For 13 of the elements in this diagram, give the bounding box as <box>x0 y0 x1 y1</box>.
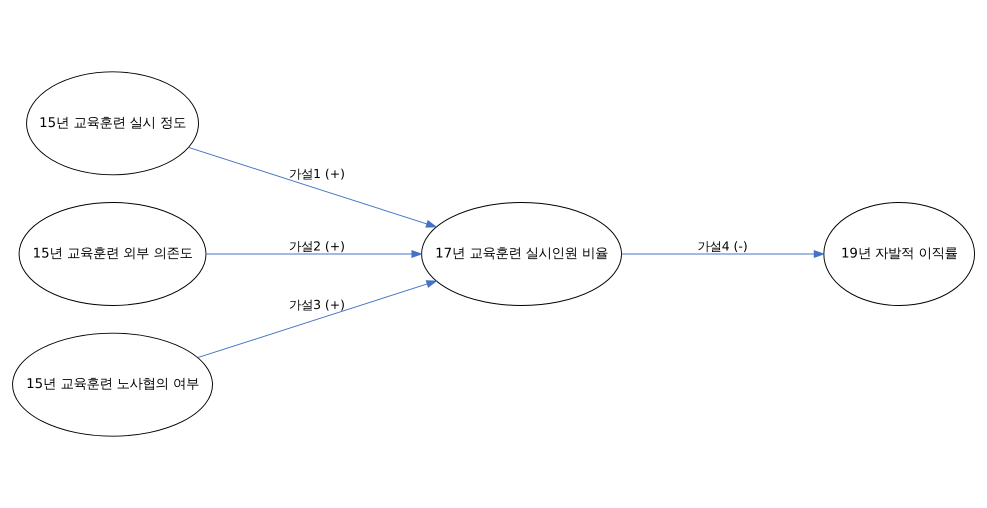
edge-label: 가설4 (-) <box>698 238 748 254</box>
node-ellipse: 15년 교육훈련 외부 의존도 <box>18 202 206 306</box>
node-ellipse: 15년 교육훈련 노사협의 여부 <box>12 332 213 437</box>
node-ellipse: 15년 교육훈련 실시 정도 <box>26 71 199 176</box>
edge-label: 가설3 (+) <box>289 296 345 312</box>
edge-label: 가설2 (+) <box>289 238 345 254</box>
arrow <box>205 250 423 258</box>
arrow <box>188 146 438 228</box>
edge-label: 가설1 (+) <box>289 166 345 182</box>
arrow <box>621 250 826 258</box>
arrow <box>197 280 438 358</box>
node-ellipse: 17년 교육훈련 실시인원 비율 <box>421 202 622 306</box>
node-ellipse: 19년 자발적 이직률 <box>823 202 976 306</box>
